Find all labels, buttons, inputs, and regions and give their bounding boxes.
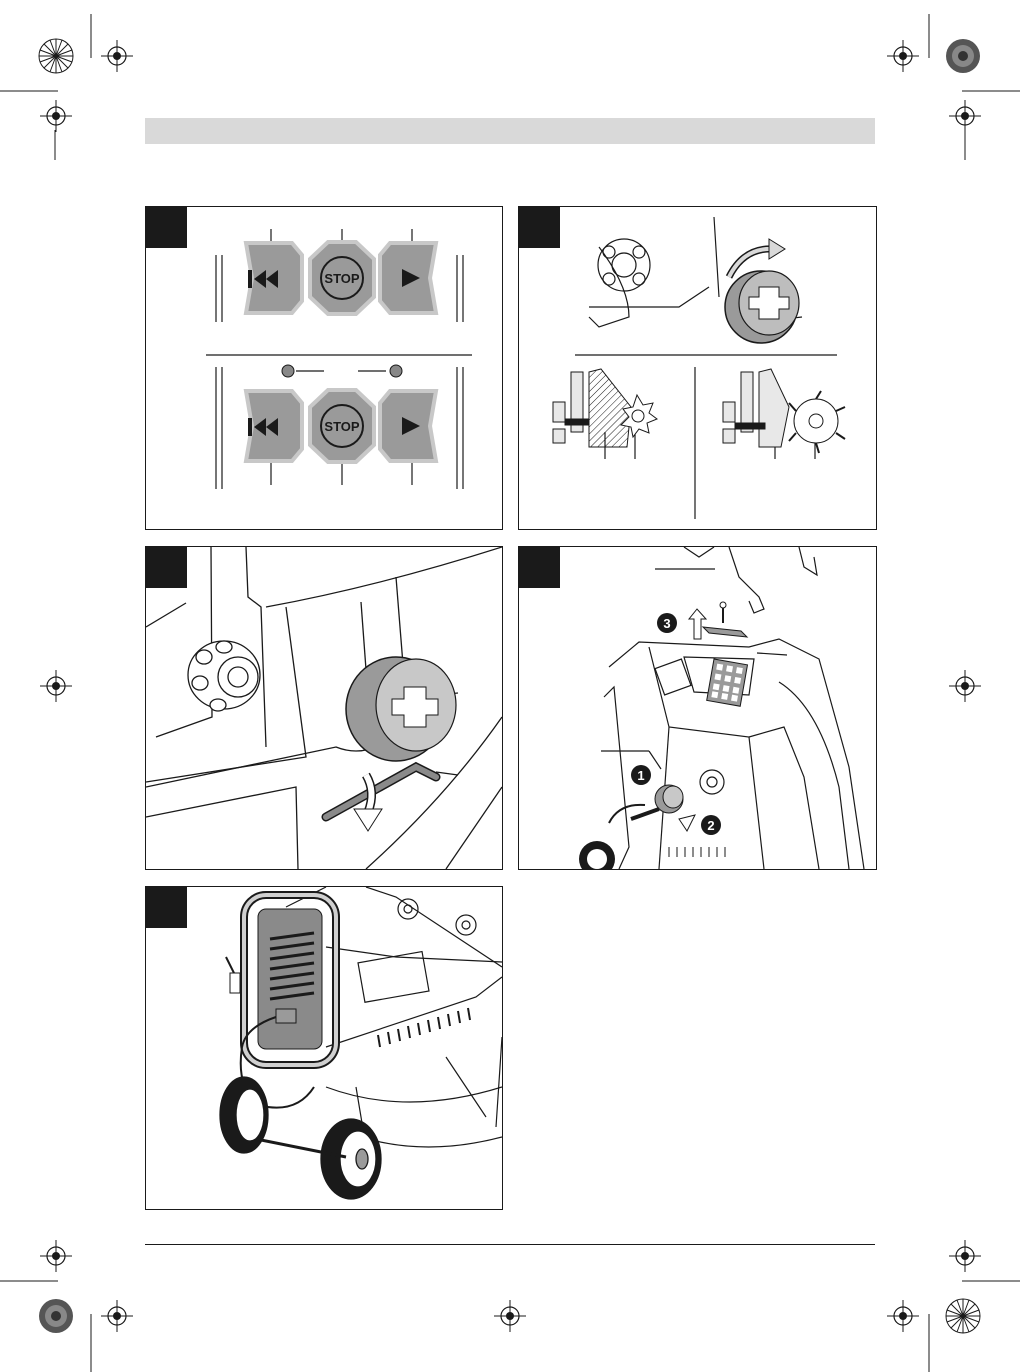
- play-button: [376, 237, 444, 319]
- play-button: [376, 385, 444, 467]
- figure-2-roller-adjustment: [518, 206, 877, 530]
- figure-1-control-panel: STOP STOP: [145, 206, 503, 530]
- adjustment-knob-icon: [725, 271, 799, 343]
- svg-text:2: 2: [707, 818, 714, 833]
- figure-3-drawing: [146, 547, 502, 869]
- figure-2-drawing: [519, 207, 876, 529]
- adjustment-knob-icon: [346, 657, 456, 761]
- color-target: [946, 39, 980, 73]
- svg-text:3: 3: [663, 616, 670, 631]
- figure-3-hex-key-adjustment: [145, 546, 503, 870]
- step-marker-3: 3: [657, 613, 677, 633]
- figure-4-filter-removal: 3 1 2: [518, 546, 877, 870]
- stop-button: STOP: [306, 385, 378, 467]
- rewind-button: [238, 385, 306, 467]
- figure-4-drawing: 3 1 2: [519, 547, 876, 869]
- svg-text:1: 1: [637, 768, 644, 783]
- step-marker-1: 1: [631, 765, 651, 785]
- rewind-button: [238, 237, 306, 319]
- stop-icon: STOP: [324, 419, 359, 434]
- stop-button: STOP: [306, 237, 378, 319]
- footer-rule: [145, 1244, 875, 1245]
- figure-5-cable-storage: [145, 886, 503, 1210]
- step-marker-2: 2: [701, 815, 721, 835]
- header-band: [145, 118, 875, 144]
- stop-icon: STOP: [324, 271, 359, 286]
- adjustment-knob-icon: [655, 785, 683, 813]
- figure-5-drawing: [146, 887, 502, 1209]
- color-target: [39, 39, 73, 73]
